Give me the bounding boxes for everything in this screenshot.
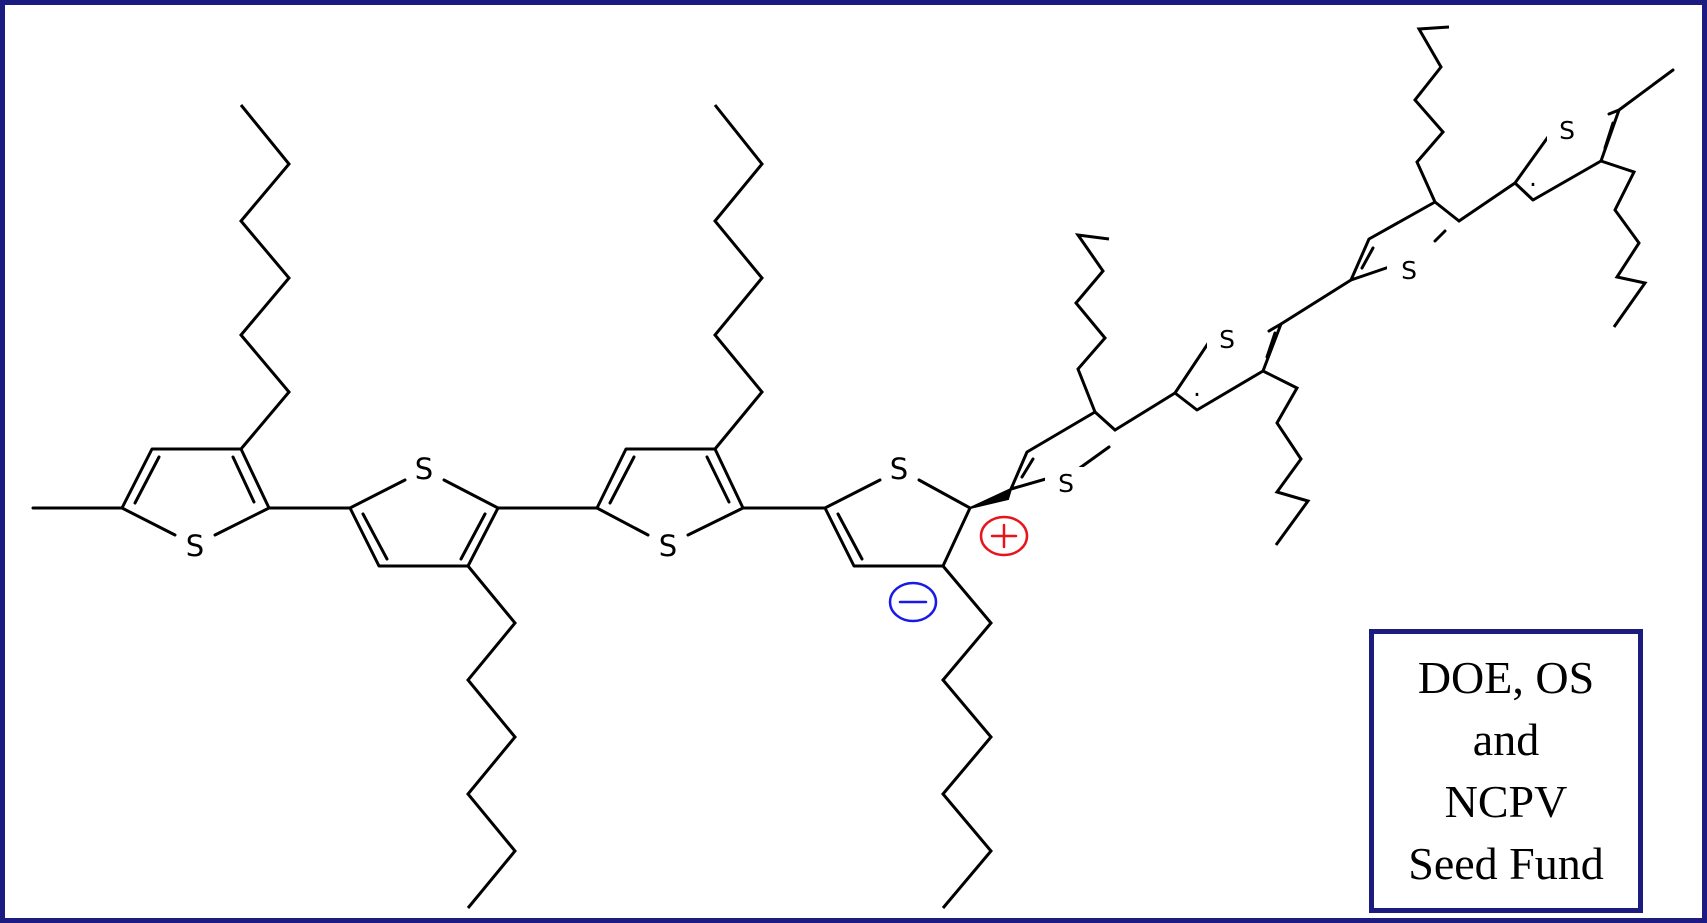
funding-line: and bbox=[1472, 714, 1540, 765]
thiophene-ring-6: S · bbox=[1173, 278, 1353, 546]
thiophene-ring-5: S bbox=[1009, 233, 1177, 501]
negative-charge-indicator bbox=[888, 581, 938, 623]
sulfur-atom: S bbox=[1401, 256, 1417, 285]
funding-line: NCPV bbox=[1444, 776, 1568, 827]
sulfur-atom: S bbox=[890, 452, 908, 486]
thiophene-ring-3: S bbox=[595, 104, 827, 563]
funding-line: DOE, OS bbox=[1417, 652, 1595, 703]
funding-line: Seed Fund bbox=[1408, 838, 1604, 889]
positive-charge-indicator bbox=[979, 515, 1029, 557]
thiophene-ring-7: S bbox=[1349, 25, 1517, 287]
thiophene-ring-2: S bbox=[348, 452, 599, 909]
funding-box: DOE, OS and NCPV Seed Fund bbox=[1369, 629, 1643, 913]
sulfur-atom: S bbox=[659, 529, 677, 563]
molecule-diagram: S S S S S bbox=[31, 25, 1675, 909]
sulfur-atom: S bbox=[1219, 325, 1235, 354]
wedge-bond bbox=[969, 487, 1013, 509]
svg-text:·: · bbox=[1529, 170, 1537, 199]
thiophene-ring-1: S bbox=[31, 104, 352, 563]
sulfur-atom: S bbox=[186, 529, 204, 563]
svg-text:·: · bbox=[1193, 380, 1201, 409]
sulfur-atom: S bbox=[415, 452, 433, 486]
sulfur-atom: S bbox=[1559, 116, 1575, 145]
thiophene-ring-8: S · bbox=[1513, 68, 1675, 328]
thiophene-ring-4: S bbox=[823, 452, 1013, 909]
sulfur-atom: S bbox=[1058, 469, 1074, 498]
